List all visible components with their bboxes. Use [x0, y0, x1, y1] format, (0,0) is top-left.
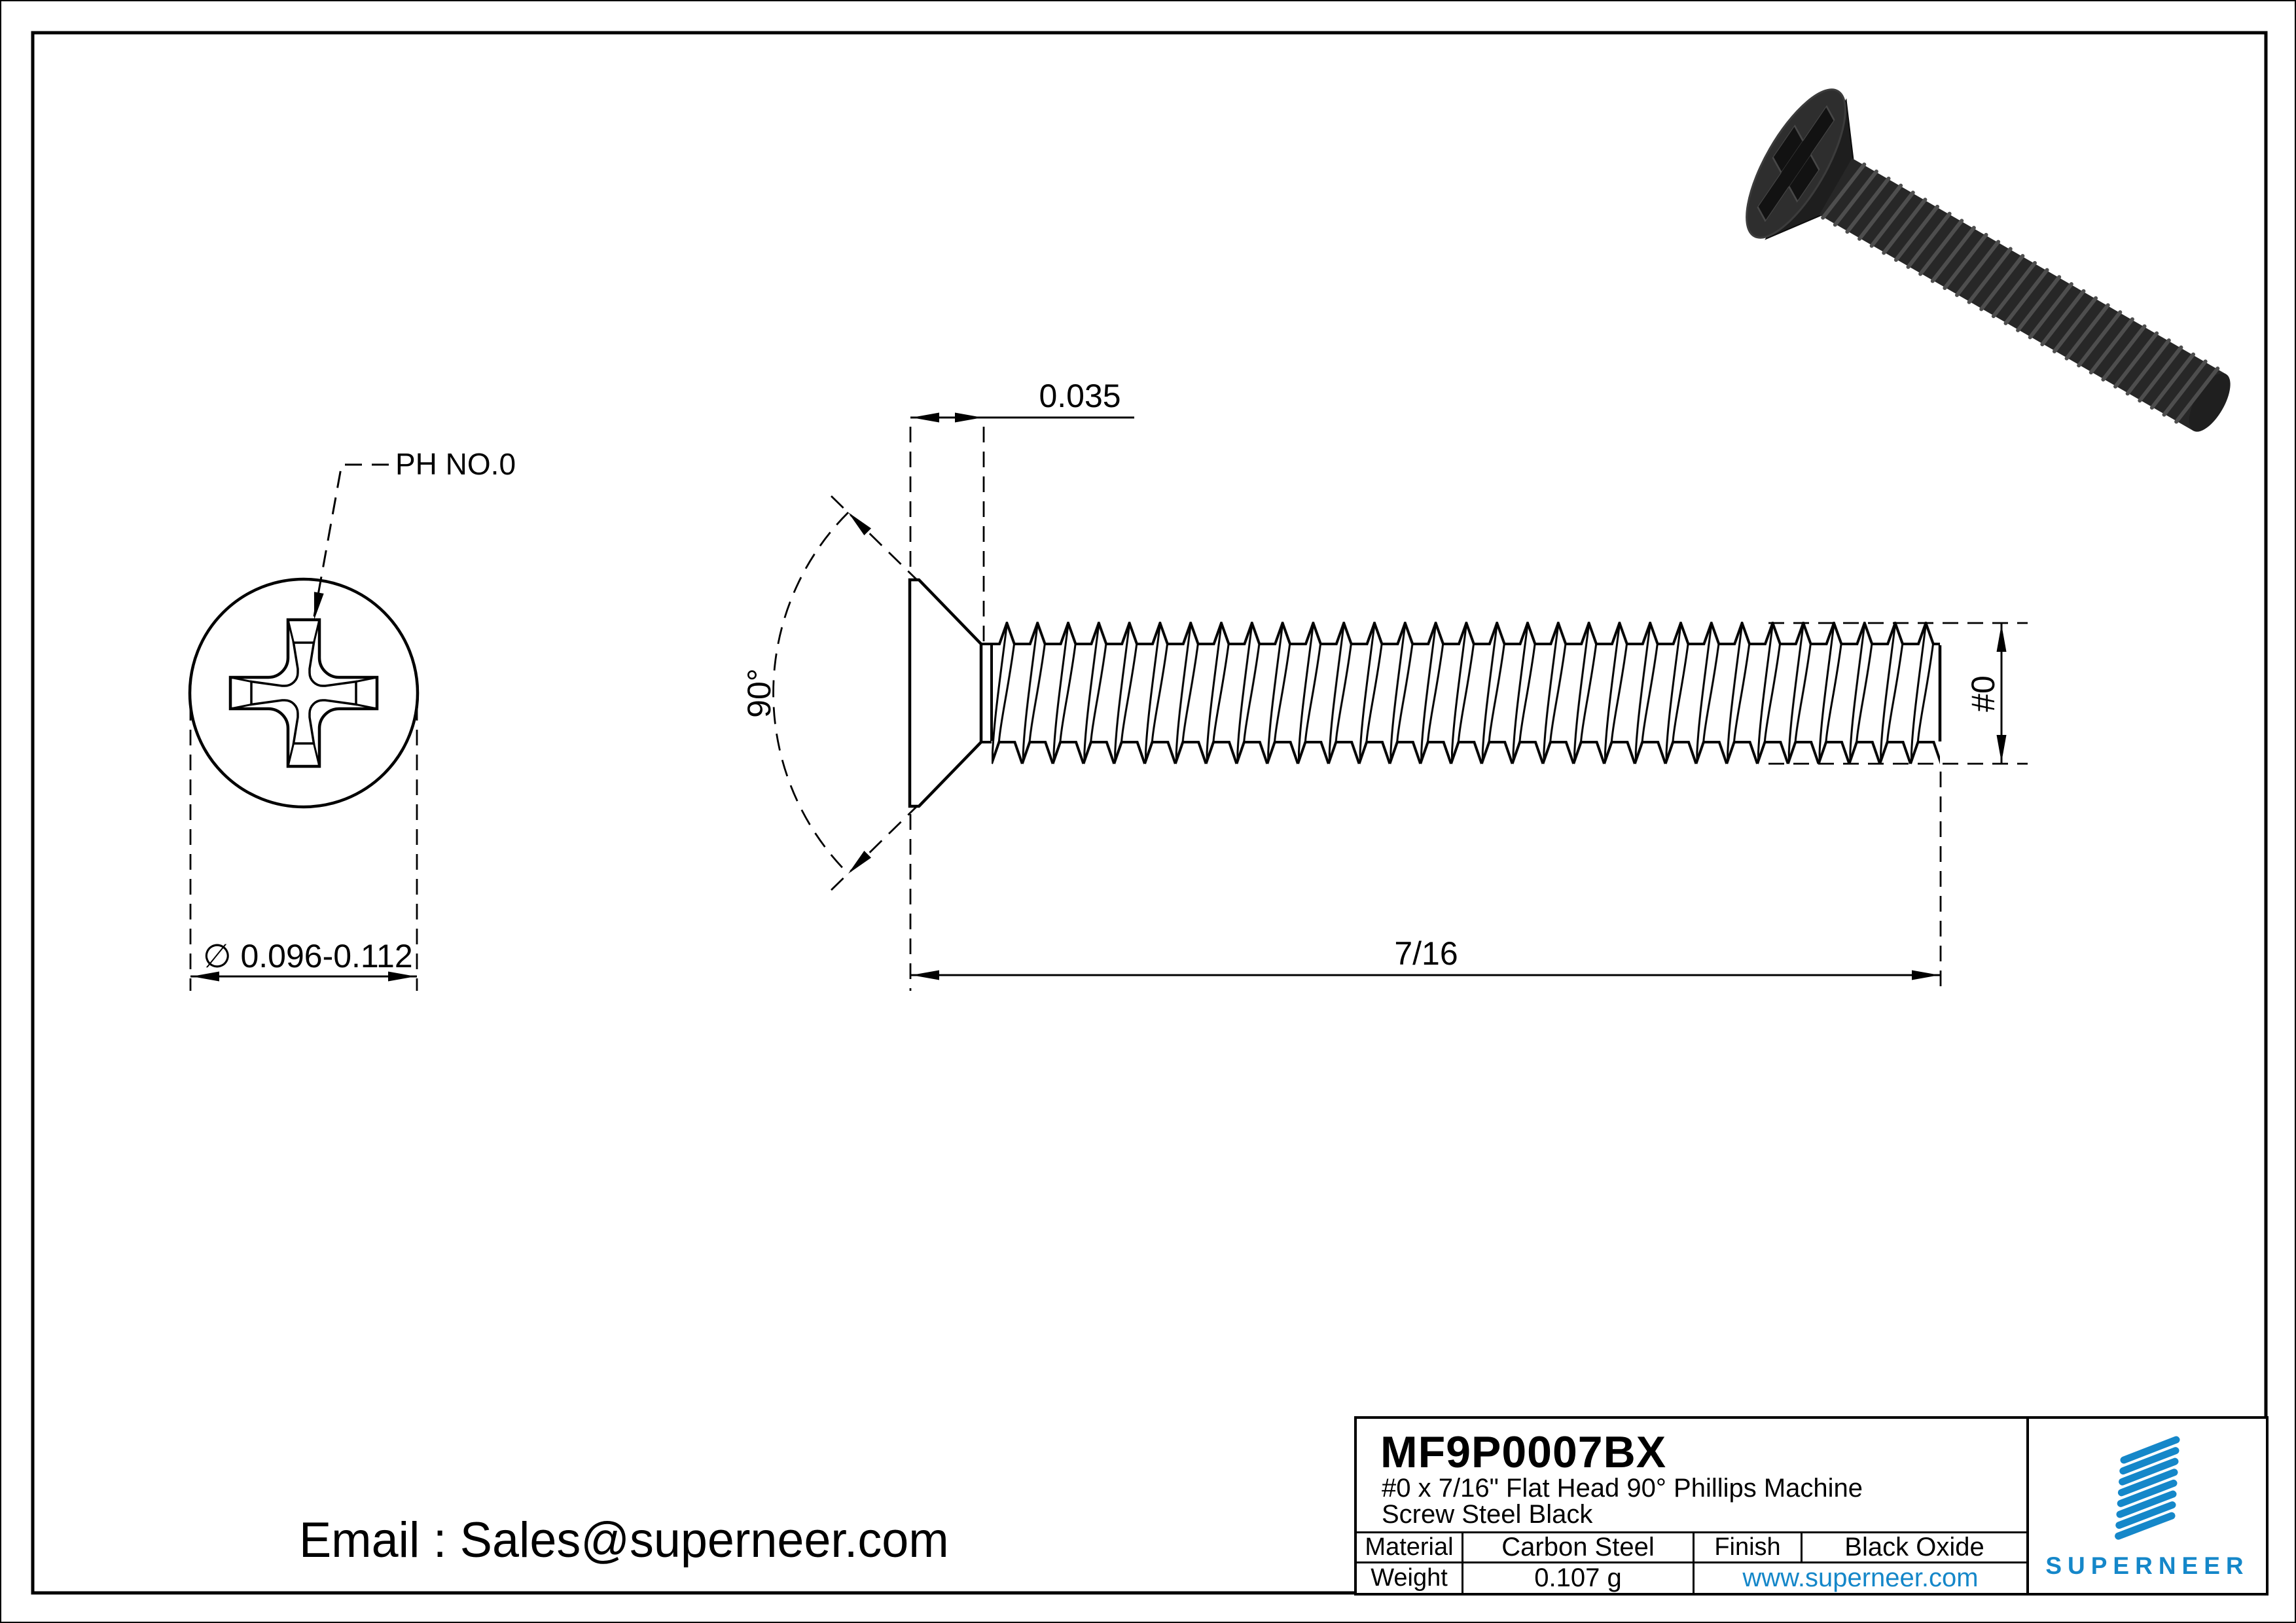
- title-block: MF9P0007BX #0 x 7/16" Flat Head 90° Phil…: [1354, 1416, 2269, 1596]
- logo-cell: SUPERNEER: [2026, 1419, 2266, 1593]
- screw-3d-render: [1746, 88, 2231, 432]
- dim-head-height-group: 0.035: [909, 378, 1134, 641]
- superneer-logo-icon: [2115, 1436, 2180, 1540]
- diameter-extension-lines: [189, 705, 418, 991]
- part-description-line2: Screw Steel Black: [1382, 1500, 1593, 1529]
- dim-thread-size-group: #0: [1768, 622, 2028, 765]
- dim-arrowhead: [912, 970, 939, 980]
- screw-3d-tip: [2189, 373, 2231, 432]
- website-link[interactable]: www.superneer.com: [1742, 1563, 1979, 1592]
- dim-length: 7/16: [1394, 935, 1458, 972]
- material-finish-row: Material Carbon Steel Finish Black Oxide: [1357, 1533, 2026, 1563]
- angle-leader-lines: [831, 495, 917, 891]
- screw-3d-thread-ribs: [1821, 162, 2220, 424]
- head-height-extension-lines: [909, 427, 985, 641]
- part-description-line1: #0 x 7/16" Flat Head 90° Phillips Machin…: [1382, 1474, 1863, 1503]
- label-ph-no0: PH NO.0: [395, 447, 516, 481]
- angle-arc: [772, 512, 849, 874]
- screw-3d-phillips-recess: [1757, 105, 1835, 223]
- dim-arrowhead: [844, 508, 872, 536]
- finish-label: Finish: [1695, 1533, 1803, 1561]
- side-view: 0.035 90° #0: [741, 378, 2028, 991]
- dim-arrowhead: [1996, 735, 2007, 762]
- dim-arrowhead: [844, 850, 872, 878]
- leader-line: [313, 463, 389, 617]
- title-block-description-cell: MF9P0007BX #0 x 7/16" Flat Head 90° Phil…: [1357, 1419, 2026, 1533]
- dim-countersink-angle: 90°: [741, 668, 778, 718]
- dim-arrowhead: [1912, 970, 1939, 980]
- phillips-cross-wedges: [230, 619, 378, 767]
- screw-head-profile: [908, 578, 983, 808]
- dim-thread-size: #0: [1965, 675, 2001, 712]
- dim-head-height: 0.035: [1039, 378, 1121, 414]
- thread-profile: [992, 622, 1940, 766]
- front-view: PH NO.0 ∅ 0.096-0.112: [188, 447, 516, 991]
- weight-website-row: Weight 0.107 g www.superneer.com: [1357, 1563, 2026, 1593]
- contact-email: Email : Sales@superneer.com: [299, 1512, 949, 1568]
- thread-size-extension-lines: [1768, 622, 2028, 765]
- weight-value: 0.107 g: [1463, 1563, 1695, 1593]
- length-extension-lines: [909, 772, 1942, 991]
- dim-arrowhead: [1996, 624, 2007, 652]
- brand-name: SUPERNEER: [2045, 1552, 2250, 1579]
- neck-lines: [981, 643, 993, 743]
- finish-value: Black Oxide: [1844, 1533, 1984, 1561]
- dim-length-group: 7/16: [909, 772, 1942, 991]
- material-label: Material: [1357, 1533, 1463, 1561]
- weight-label: Weight: [1357, 1563, 1463, 1593]
- dim-arrowhead: [955, 412, 982, 423]
- screw-head-circle: [188, 577, 420, 809]
- material-value: Carbon Steel: [1463, 1533, 1695, 1561]
- drawing-frame: [31, 31, 2268, 1595]
- dim-arrowhead: [912, 412, 939, 423]
- dim-angle-group: 90°: [741, 495, 917, 891]
- dim-diameter: ∅ 0.096-0.112: [203, 938, 413, 974]
- title-block-info: MF9P0007BX #0 x 7/16" Flat Head 90° Phil…: [1357, 1419, 2026, 1593]
- part-number: MF9P0007BX: [1380, 1427, 1667, 1477]
